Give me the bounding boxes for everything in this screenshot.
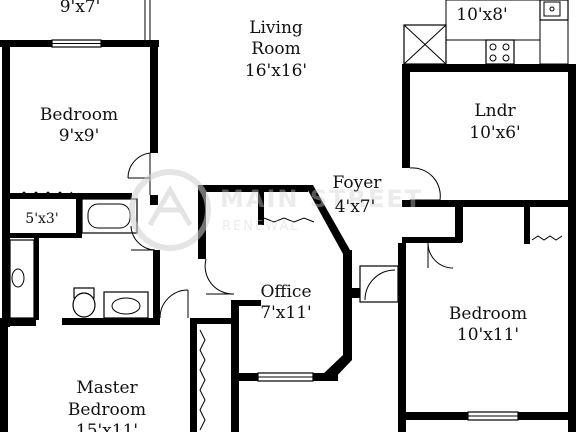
kitchen-size: 10'x8': [456, 5, 507, 25]
living-room-name-line2: Room: [251, 39, 300, 59]
living-room-size: 16'x16': [245, 61, 307, 81]
master-bedroom-size: 15'x11': [76, 421, 138, 432]
watermark: MAIN STREET RENEWAL: [129, 169, 423, 251]
laundry-size: 10'x6': [469, 123, 520, 143]
master-bedroom-name-line2: Bedroom: [68, 400, 146, 420]
watermark-line1: MAIN STREET: [220, 185, 423, 213]
doors: [127, 152, 454, 319]
room-labels: 9'x7' Living Room 16'x16' 10'x8' Bedroom…: [25, 0, 527, 432]
bedroom-1-size: 9'x9': [59, 126, 100, 146]
bedroom-2-size: 10'x11': [457, 325, 519, 345]
closet-size: 5'x3': [25, 211, 58, 227]
laundry-name: Lndr: [474, 101, 516, 121]
master-bedroom-name-line1: Master: [76, 378, 138, 398]
fixtures: [9, 0, 569, 431]
watermark-logo-mark: [147, 184, 193, 227]
office-name: Office: [260, 282, 311, 302]
foyer-name: Foyer: [333, 173, 383, 193]
top-left-room-size: 9'x7': [60, 0, 101, 17]
foyer-size: 4'x7': [335, 197, 376, 217]
living-room-name-line1: Living: [249, 18, 303, 38]
bedroom-1-name: Bedroom: [40, 105, 118, 125]
walls: [0, 40, 576, 432]
watermark-logo-icon: [129, 169, 211, 251]
office-size: 7'x11': [260, 303, 311, 323]
bedroom-2-name: Bedroom: [449, 304, 527, 324]
watermark-line2: RENEWAL: [222, 219, 299, 234]
